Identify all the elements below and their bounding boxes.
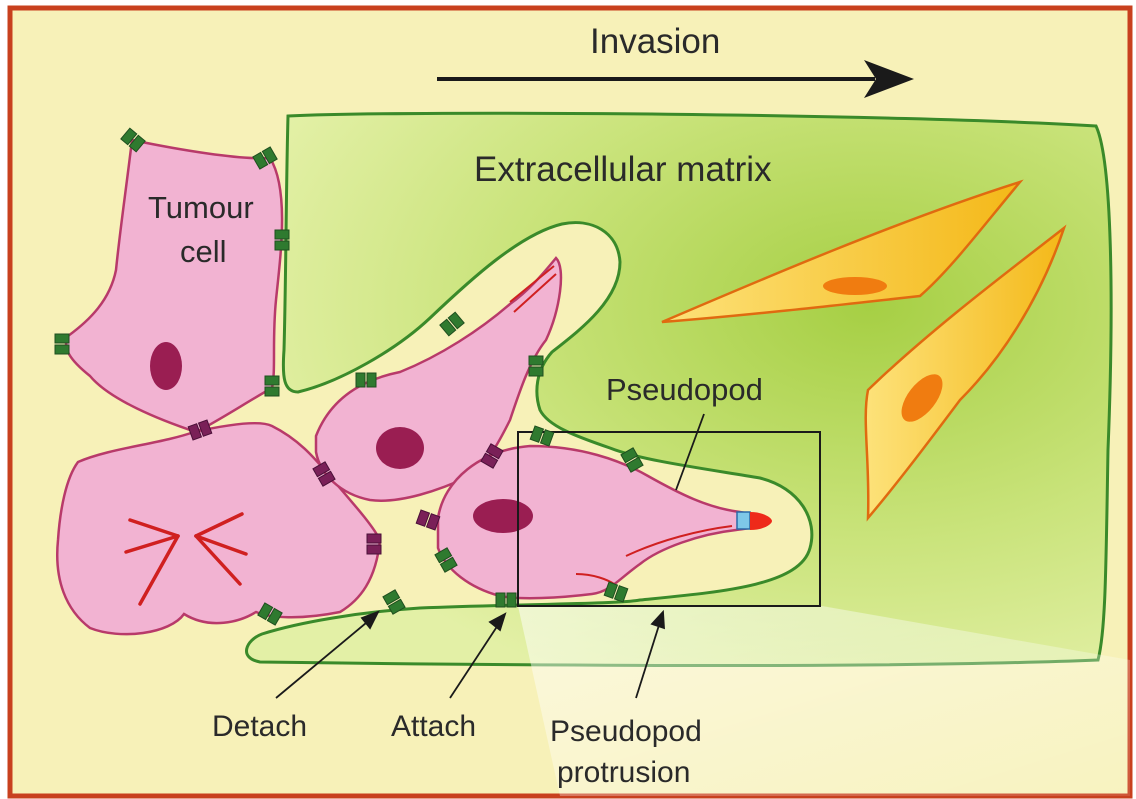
pseudopod-tip-receptor xyxy=(737,512,750,529)
pseudopod-label: Pseudopod xyxy=(606,374,763,405)
attach-label: Attach xyxy=(391,712,476,742)
nucleus xyxy=(473,499,533,533)
tumour-cell-label-line1: Tumour xyxy=(148,192,254,223)
fibroblast-nucleus xyxy=(823,277,887,295)
detach-label: Detach xyxy=(212,712,307,742)
nucleus xyxy=(150,342,182,390)
nucleus xyxy=(376,427,424,469)
tumour-cell-label-line2: cell xyxy=(180,236,227,267)
invasion-title: Invasion xyxy=(590,24,720,59)
pseudopod-protrusion-label-line1: Pseudopod xyxy=(550,717,702,747)
pseudopod-protrusion-label-line2: protrusion xyxy=(557,758,690,788)
extracellular-matrix-label: Extracellular matrix xyxy=(474,152,772,187)
